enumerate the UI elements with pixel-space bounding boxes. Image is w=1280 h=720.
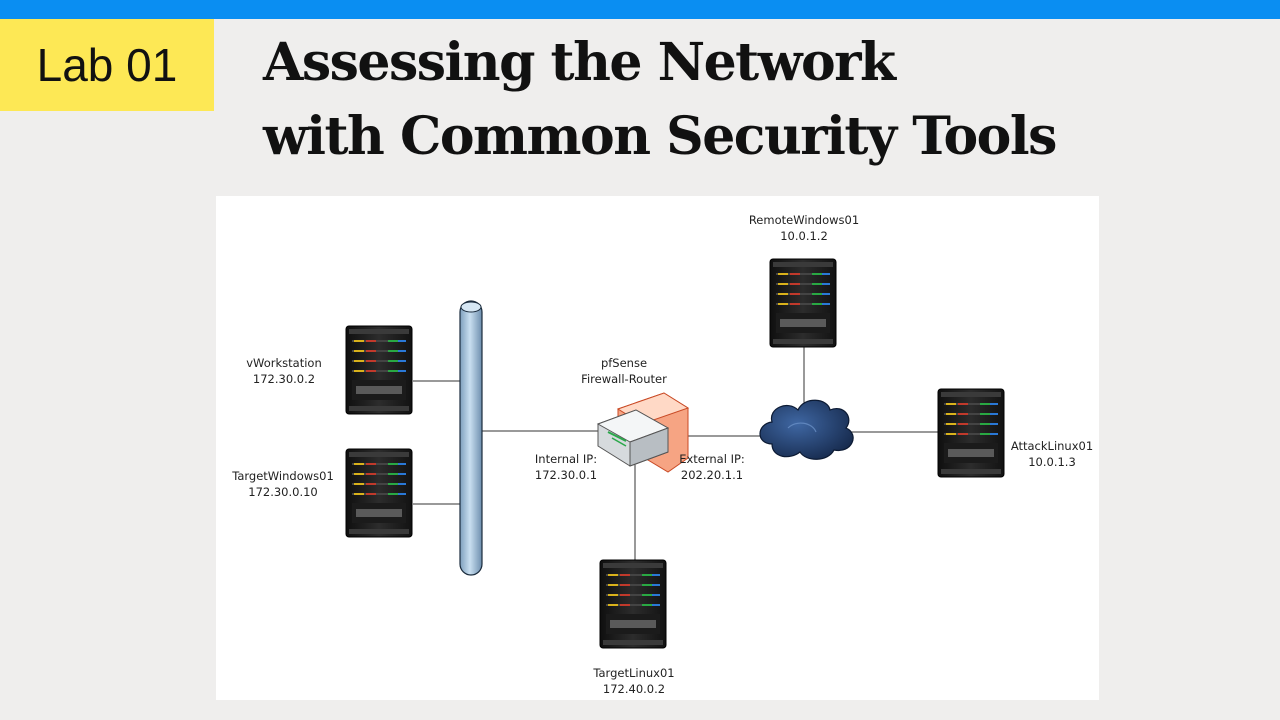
title-line-1: Assessing the Network <box>263 32 896 93</box>
cloud-icon <box>759 399 854 460</box>
targetlinux01-label: TargetLinux01 172.40.0.2 <box>584 665 684 697</box>
top-accent-bar <box>0 0 1280 19</box>
internal-ip-caption: Internal IP: <box>534 452 598 466</box>
lab-badge: Lab 01 <box>0 19 214 111</box>
internal-ip-label: Internal IP: 172.30.0.1 <box>530 451 602 483</box>
targetlinux01-ip: 172.40.0.2 <box>602 682 666 696</box>
external-ip-caption: External IP: <box>679 452 745 466</box>
targetwindows01-name: TargetWindows01 <box>232 469 334 483</box>
pfsense-role: Firewall-Router <box>581 372 667 386</box>
title-line-2: with Common Security Tools <box>263 106 1057 167</box>
slide-title: Assessing the Network with Common Securi… <box>263 26 1263 174</box>
remotewindows01-ip: 10.0.1.2 <box>780 229 828 243</box>
external-ip-value: 202.20.1.1 <box>680 468 744 482</box>
external-ip-label: External IP: 202.20.1.1 <box>674 451 750 483</box>
network-diagram: vWorkstation 172.30.0.2 TargetWindows01 … <box>216 196 1099 700</box>
server-icon <box>769 258 837 348</box>
pfsense-label: pfSense Firewall-Router <box>568 355 680 387</box>
vworkstation-name: vWorkstation <box>246 356 322 370</box>
attacklinux01-ip: 10.0.1.3 <box>1028 455 1076 469</box>
remotewindows01-name: RemoteWindows01 <box>748 213 860 227</box>
internal-ip-value: 172.30.0.1 <box>534 468 598 482</box>
vworkstation-ip: 172.30.0.2 <box>252 372 316 386</box>
server-icon <box>345 325 413 415</box>
targetlinux01-name: TargetLinux01 <box>593 666 675 680</box>
targetwindows01-ip: 172.30.0.10 <box>248 485 318 499</box>
server-icon <box>345 448 413 538</box>
pfsense-name: pfSense <box>600 356 648 370</box>
server-icon <box>937 388 1005 478</box>
attacklinux01-name: AttackLinux01 <box>1010 439 1094 453</box>
diagram-canvas <box>345 258 1005 649</box>
router-icon <box>596 392 690 473</box>
remotewindows01-label: RemoteWindows01 10.0.1.2 <box>740 212 868 244</box>
vworkstation-label: vWorkstation 172.30.0.2 <box>236 355 332 387</box>
network-bus <box>459 300 483 576</box>
attacklinux01-label: AttackLinux01 10.0.1.3 <box>1004 438 1100 470</box>
targetwindows01-label: TargetWindows01 172.30.0.10 <box>226 468 340 500</box>
server-icon <box>599 559 667 649</box>
